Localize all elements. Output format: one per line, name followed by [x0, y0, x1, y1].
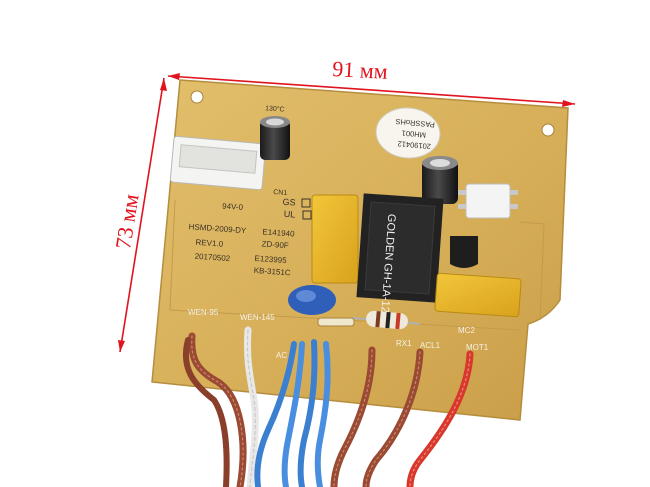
- film-capacitor-left: [311, 194, 359, 284]
- wire-label-rx1: RX1: [396, 339, 412, 348]
- connector-label: CN1: [273, 189, 288, 197]
- wire-blue-3: [297, 339, 318, 487]
- capacitor-left: [260, 116, 290, 160]
- height-label: 73 мм: [110, 192, 143, 251]
- sticker-line-2: MH001: [401, 128, 426, 139]
- wire-label-mot1: MOT1: [466, 343, 489, 352]
- board-slot: [317, 317, 355, 327]
- ul-mark: UL: [283, 209, 295, 220]
- wire-harness: [182, 326, 474, 487]
- dimension-width: 91 мм: [167, 56, 576, 107]
- wire-blue-4: [314, 341, 331, 487]
- cert-1-code: ZD-90F: [261, 239, 289, 250]
- gs-mark: GS: [282, 197, 296, 208]
- sticker-line-1: 20190412: [397, 139, 431, 151]
- disc-capacitor: [288, 285, 336, 315]
- capacitor-right: [422, 156, 458, 204]
- silkscreen-text: 130°C CN1 GS UL 94V-0 HSMD-2009-DY REV1.…: [188, 104, 505, 278]
- revision: REV1.0: [195, 238, 224, 249]
- flammability-rating: 94V-0: [222, 201, 244, 211]
- width-label: 91 мм: [332, 56, 389, 84]
- cert-2: E123995: [254, 254, 287, 265]
- temp-rating: 130°C: [265, 104, 285, 113]
- wire-label-wen-95: WEN-95: [188, 308, 219, 317]
- film-capacitor-right: [434, 272, 522, 318]
- wire-brown-2: [182, 337, 230, 487]
- model-number: HSMD-2009-DY: [188, 222, 247, 235]
- cert-1: E141940: [262, 227, 295, 238]
- wire-blue-1: [254, 341, 297, 487]
- sticker-line-3: PASSRoHS: [395, 117, 435, 129]
- wire-blue-2: [281, 341, 305, 487]
- ul-checkbox-mark: [302, 210, 312, 220]
- chip-u1: [458, 183, 518, 219]
- wire-label-mc2: MC2: [458, 326, 475, 335]
- dimension-height: 73 мм: [110, 77, 167, 353]
- resistor: [351, 310, 421, 330]
- cert-2-code: KB-3151C: [253, 266, 291, 278]
- date-code: 20170502: [194, 252, 231, 263]
- qc-sticker: 20190412 MH001 PASSRoHS: [375, 107, 441, 159]
- wire-label-acl1: ACL1: [420, 341, 441, 350]
- wire-labels: WEN-95 WEN-145 AC RX1 ACL1 MC2 MOT1: [188, 308, 489, 360]
- wire-label-ac: AC: [276, 351, 287, 360]
- connector-cn1: [169, 135, 267, 191]
- wire-label-wen-145: WEN-145: [240, 313, 275, 322]
- transistor: [450, 236, 478, 268]
- gs-checkbox-mark: [301, 198, 311, 208]
- relay: GOLDEN GH-1A-12L: [356, 193, 444, 319]
